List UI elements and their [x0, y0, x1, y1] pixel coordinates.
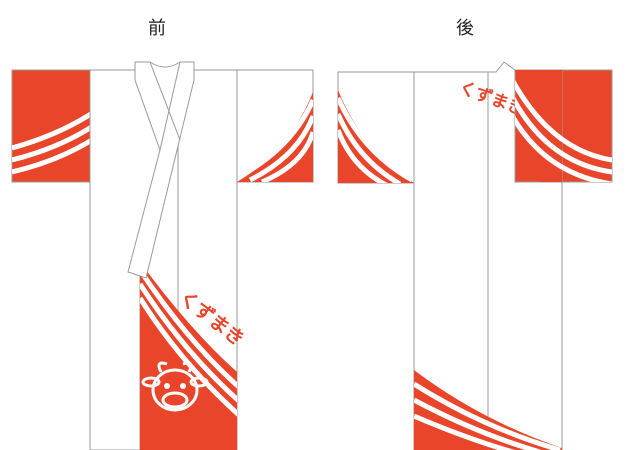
back-right-sleeve-stripes [515, 70, 612, 182]
front-collar [127, 61, 195, 279]
front-view-label: 前 [148, 18, 166, 39]
front-view: くずまき [11, 61, 314, 450]
front-panel-stripes [140, 268, 237, 418]
back-view: くずまき [337, 61, 613, 450]
back-view-label: 後 [456, 18, 474, 39]
back-left-sleeve-stripes [338, 96, 414, 183]
cow-face-icon [141, 361, 209, 412]
back-hem-stripes [414, 370, 562, 450]
front-right-sleeve-stripes [238, 98, 313, 182]
